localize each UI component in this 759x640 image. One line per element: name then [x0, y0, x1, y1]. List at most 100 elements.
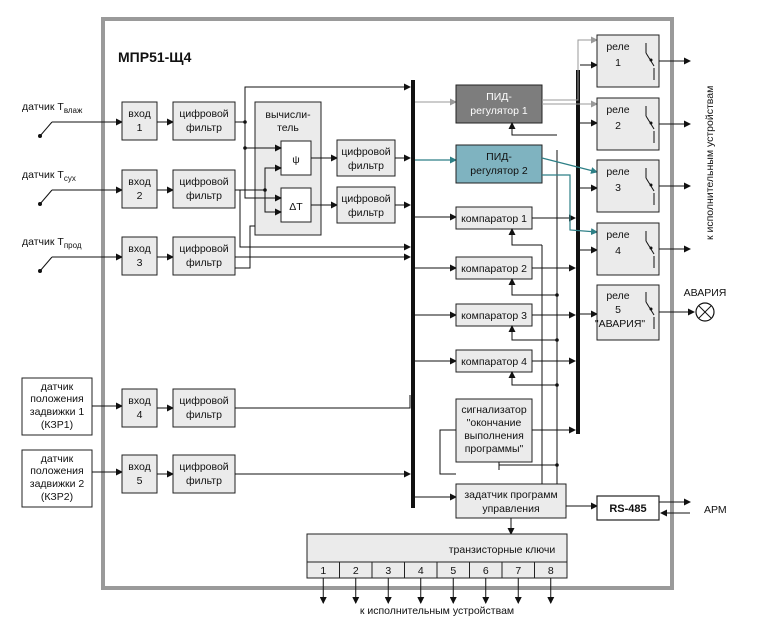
- sensor-3-label: датчик Tпрод: [22, 236, 82, 250]
- svg-text:3: 3: [615, 182, 621, 194]
- svg-text:реле: реле: [606, 290, 629, 302]
- transistor-key-2: 2: [353, 565, 359, 577]
- svg-text:реле: реле: [606, 166, 629, 178]
- svg-text:вход: вход: [128, 461, 150, 473]
- transistor-key-7: 7: [515, 565, 521, 577]
- filter-3: цифровой фильтр: [172, 236, 236, 276]
- pid-2: ПИД- регулятор 2: [455, 144, 543, 184]
- valve-sensor-2: датчик положения задвижки 2 (КЗР2): [21, 449, 123, 508]
- svg-text:фильтр: фильтр: [348, 160, 384, 172]
- filter-1: цифровой фильтр: [172, 101, 236, 141]
- input-4: вход 4: [121, 388, 158, 428]
- input-5: вход 5: [121, 454, 158, 494]
- psi-symbol: ψ: [292, 154, 300, 166]
- device-frame: [101, 17, 674, 590]
- sensor-2: датчик Tсух: [22, 169, 103, 206]
- arm-label: АРМ: [704, 504, 727, 516]
- input-2: вход 2: [121, 169, 158, 209]
- svg-text:задатчик программ: задатчик программ: [464, 489, 557, 501]
- outputs-bottom-label: к исполнительным устройствам: [360, 605, 514, 617]
- transistor-key-3: 3: [385, 565, 391, 577]
- comparator-2: компаратор 2: [455, 256, 533, 280]
- transistor-key-4: 4: [418, 565, 424, 577]
- svg-text:реле: реле: [606, 41, 629, 53]
- svg-text:регулятор 1: регулятор 1: [470, 105, 528, 117]
- transistor-keys-title: транзисторные ключи: [449, 544, 556, 556]
- valve-sensor-1: датчик положения задвижки 1 (КЗР1): [21, 377, 123, 436]
- svg-text:регулятор 2: регулятор 2: [470, 165, 528, 177]
- input-3: вход 3: [121, 236, 158, 276]
- svg-text:цифровой: цифровой: [179, 108, 228, 120]
- relay-2: реле 2: [596, 97, 660, 151]
- sensor-3: датчик Tпрод: [22, 236, 103, 273]
- svg-text:3: 3: [137, 257, 143, 269]
- svg-text:выполнения: выполнения: [464, 430, 524, 442]
- svg-text:положения: положения: [30, 393, 83, 405]
- filter-delta: цифровой фильтр: [336, 186, 396, 224]
- svg-text:цифровой: цифровой: [341, 146, 390, 158]
- svg-text:компаратор 4: компаратор 4: [461, 356, 527, 368]
- svg-text:4: 4: [615, 245, 621, 257]
- svg-text:фильтр: фильтр: [348, 207, 384, 219]
- relay-3: реле 3: [596, 159, 660, 213]
- svg-text:цифровой: цифровой: [341, 193, 390, 205]
- svg-text:2: 2: [137, 190, 143, 202]
- svg-text:5: 5: [137, 475, 143, 487]
- sensor-2-label: датчик Tсух: [22, 169, 76, 183]
- svg-text:положения: положения: [30, 465, 83, 477]
- svg-text:ПИД-: ПИД-: [486, 91, 512, 103]
- svg-text:реле: реле: [606, 229, 629, 241]
- svg-text:вход: вход: [128, 395, 150, 407]
- svg-text:ПИД-: ПИД-: [486, 151, 512, 163]
- filter-5: цифровой фильтр: [172, 454, 236, 494]
- svg-text:цифровой: цифровой: [179, 395, 228, 407]
- outputs-right-label: к исполнительным устройствам: [704, 86, 716, 240]
- svg-text:компаратор 3: компаратор 3: [461, 310, 527, 322]
- svg-text:1: 1: [615, 57, 621, 69]
- relay-5-alarm: реле 5 "АВАРИЯ": [595, 284, 660, 341]
- svg-text:фильтр: фильтр: [186, 409, 222, 421]
- comparator-4: компаратор 4: [455, 349, 533, 373]
- device-title: МПР51-Щ4: [118, 49, 192, 65]
- svg-text:вход: вход: [128, 243, 150, 255]
- svg-text:(КЗР1): (КЗР1): [41, 419, 73, 431]
- svg-text:задвижки 1: задвижки 1: [30, 406, 85, 418]
- svg-text:цифровой: цифровой: [179, 243, 228, 255]
- svg-text:2: 2: [615, 120, 621, 132]
- transistor-key-1: 1: [320, 565, 326, 577]
- svg-text:задвижки 2: задвижки 2: [30, 478, 85, 490]
- delta-t-symbol: ΔT: [289, 201, 303, 213]
- svg-text:(КЗР2): (КЗР2): [41, 491, 73, 503]
- svg-text:вычисли-: вычисли-: [265, 109, 311, 121]
- filter-psi: цифровой фильтр: [336, 139, 396, 177]
- svg-text:сигнализатор: сигнализатор: [461, 404, 527, 416]
- svg-text:управления: управления: [482, 503, 539, 515]
- svg-text:датчик: датчик: [41, 453, 74, 465]
- svg-text:фильтр: фильтр: [186, 122, 222, 134]
- program-setter: задатчик программ управления: [455, 483, 567, 519]
- svg-text:фильтр: фильтр: [186, 257, 222, 269]
- svg-text:"окончание: "окончание: [467, 417, 522, 429]
- svg-text:1: 1: [137, 122, 143, 134]
- svg-text:фильтр: фильтр: [186, 475, 222, 487]
- relay-1: реле 1: [596, 34, 660, 88]
- sensor-1-label: датчик Tвлаж: [22, 101, 83, 115]
- relay-4: реле 4: [596, 222, 660, 276]
- transistor-key-8: 8: [548, 565, 554, 577]
- input-1: вход 1: [121, 101, 158, 141]
- svg-text:компаратор 1: компаратор 1: [461, 213, 527, 225]
- svg-text:RS-485: RS-485: [609, 503, 646, 515]
- svg-text:цифровой: цифровой: [179, 461, 228, 473]
- filter-2: цифровой фильтр: [172, 169, 236, 209]
- svg-text:программы": программы": [465, 443, 524, 455]
- comparator-3: компаратор 3: [455, 303, 533, 327]
- svg-text:вход: вход: [128, 176, 150, 188]
- svg-text:датчик: датчик: [41, 381, 74, 393]
- alarm-lamp: [695, 302, 715, 322]
- sensor-1: датчик Tвлаж: [22, 101, 103, 138]
- svg-text:фильтр: фильтр: [186, 190, 222, 202]
- svg-text:реле: реле: [606, 104, 629, 116]
- svg-text:тель: тель: [277, 122, 299, 134]
- signaler: сигнализатор "окончание выполнения прогр…: [455, 398, 533, 463]
